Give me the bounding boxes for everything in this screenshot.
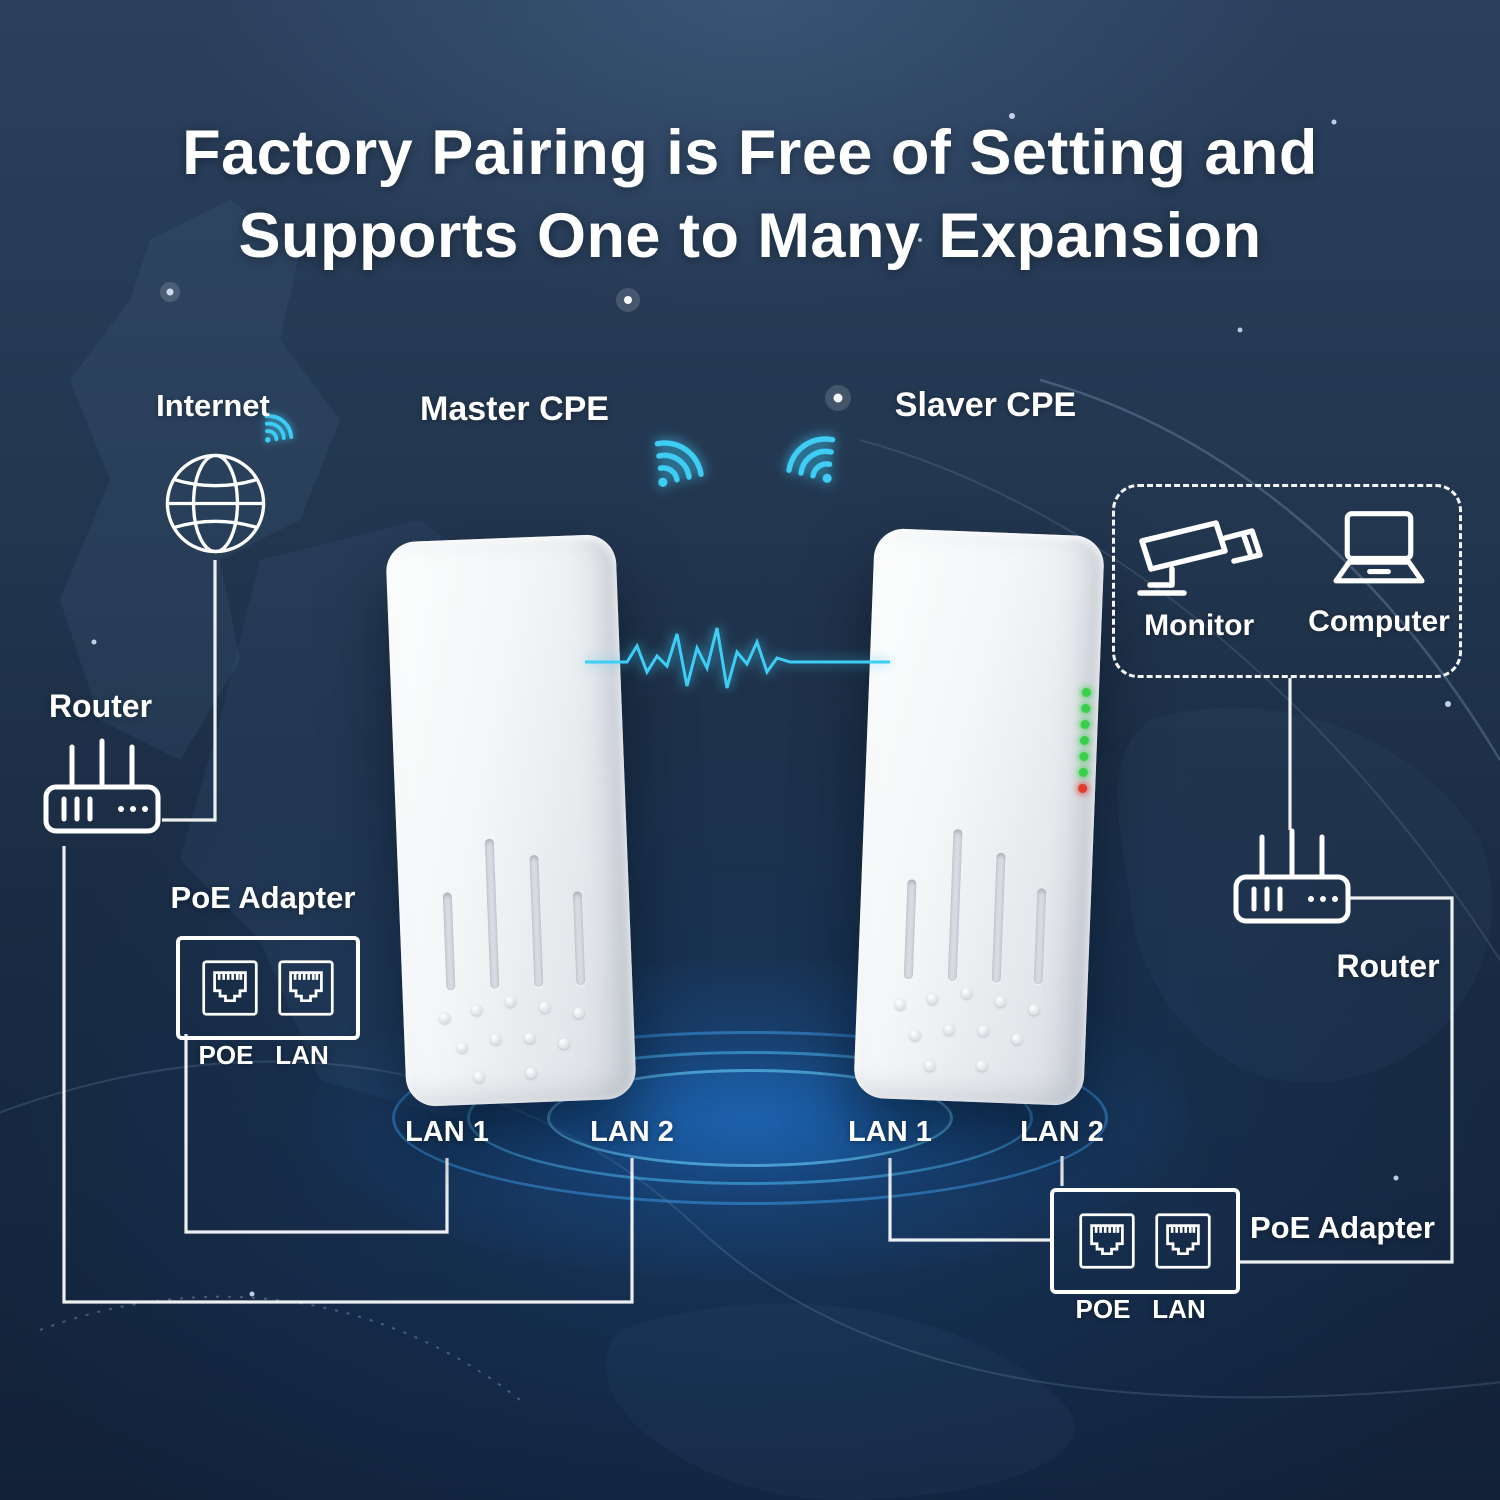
bump-dot: [538, 1001, 551, 1014]
master-cpe-label: Master CPE: [420, 390, 609, 428]
computer-column: Computer: [1308, 503, 1450, 675]
internet-label: Internet: [156, 388, 270, 423]
led-green: [1080, 719, 1090, 730]
bump-dot: [961, 987, 973, 999]
vent-slot: [529, 854, 544, 988]
monitor-label: Monitor: [1144, 609, 1255, 642]
wire-router-to-master-lan2: [62, 846, 634, 1304]
led-green: [1079, 735, 1090, 746]
bump-dot: [943, 1023, 956, 1036]
vent-slot: [484, 838, 500, 989]
title-line-1: Factory Pairing is Free of Setting and: [182, 118, 1318, 188]
vent-slot: [947, 829, 963, 982]
router-icon: [43, 738, 161, 834]
wifi-signal-icon: [786, 436, 836, 483]
bump-dot: [924, 1060, 936, 1072]
left-poe-port-label: POE: [198, 1040, 254, 1070]
rj45-port-icon: [202, 960, 258, 1016]
right-lan-port-label: LAN: [1152, 1294, 1206, 1324]
bump-dot: [471, 1004, 483, 1016]
vent-slot: [572, 891, 586, 986]
left-router-label: Router: [48, 688, 153, 724]
bump-dot: [573, 1007, 585, 1019]
wire-internet-to-router: [162, 560, 217, 822]
rj45-port-icon: [1155, 1213, 1211, 1269]
signal-waveform: [585, 627, 890, 689]
bump-dot: [490, 1033, 502, 1045]
page-title: Factory Pairing is Free of Setting and S…: [0, 112, 1500, 278]
slaver-cpe-label: Slaver CPE: [894, 386, 1077, 424]
led-green: [1081, 703, 1091, 714]
right-router-label: Router: [1336, 948, 1440, 984]
bump-dot: [994, 995, 1007, 1008]
bump-dot: [1028, 1004, 1040, 1016]
master-lan1-label: LAN 1: [405, 1116, 489, 1148]
right-poe-adapter-box: [1050, 1188, 1240, 1294]
bump-dot: [456, 1041, 468, 1054]
vent-slot: [903, 879, 917, 980]
slaver-cpe-device: [853, 527, 1105, 1107]
slaver-lan2-label: LAN 2: [1020, 1116, 1104, 1148]
monitor-column: Monitor: [1124, 503, 1274, 675]
wire-router-to-poe-adapter: [1236, 896, 1454, 1264]
bump-dot: [473, 1071, 486, 1083]
client-devices-box: Monitor Computer: [1112, 484, 1462, 678]
left-poe-adapter-box: [176, 936, 360, 1040]
wifi-signal-icon: [654, 440, 704, 487]
bump-dot: [1011, 1033, 1023, 1045]
left-poe-adapter-label: PoE Adapter: [170, 880, 356, 915]
computer-label: Computer: [1308, 605, 1450, 638]
led-green: [1078, 767, 1088, 778]
cctv-camera-icon: [1137, 520, 1263, 596]
bump-dot: [524, 1032, 536, 1044]
led-green: [1081, 687, 1092, 698]
wire-poe-to-master-lan1: [184, 1034, 449, 1234]
rj45-port-icon: [1079, 1213, 1135, 1269]
router-icon: [1233, 828, 1351, 924]
title-line-2: Supports One to Many Expansion: [238, 201, 1262, 272]
vent-slot: [991, 852, 1006, 983]
vent-slot: [442, 892, 456, 991]
left-lan-port-label: LAN: [275, 1040, 329, 1070]
slaver-lan1-label: LAN 1: [848, 1116, 932, 1148]
laptop-icon: [1333, 511, 1425, 584]
bump-dot: [909, 1029, 921, 1041]
bump-dot: [926, 993, 939, 1005]
wire-slaver-lan1-to-poe: [888, 1158, 1052, 1242]
wifi-signal-icon: [264, 414, 294, 443]
bump-dot: [976, 1060, 988, 1072]
bump-dot: [558, 1037, 570, 1050]
bump-dot: [439, 1012, 451, 1024]
led-red: [1078, 783, 1088, 794]
led-green: [1079, 751, 1089, 762]
globe-icon: [165, 453, 266, 554]
vent-slot: [1033, 888, 1047, 985]
led-indicator-strip: [1078, 687, 1092, 794]
master-lan2-label: LAN 2: [590, 1116, 674, 1148]
right-poe-adapter-label: PoE Adapter: [1250, 1210, 1435, 1245]
bump-dot: [977, 1025, 990, 1037]
rj45-port-icon: [278, 960, 334, 1016]
bump-dot: [525, 1067, 537, 1079]
bump-dot: [894, 998, 906, 1011]
right-poe-port-label: POE: [1075, 1294, 1131, 1324]
bump-dot: [504, 995, 517, 1008]
signal-ring-mid: [467, 1051, 1033, 1185]
